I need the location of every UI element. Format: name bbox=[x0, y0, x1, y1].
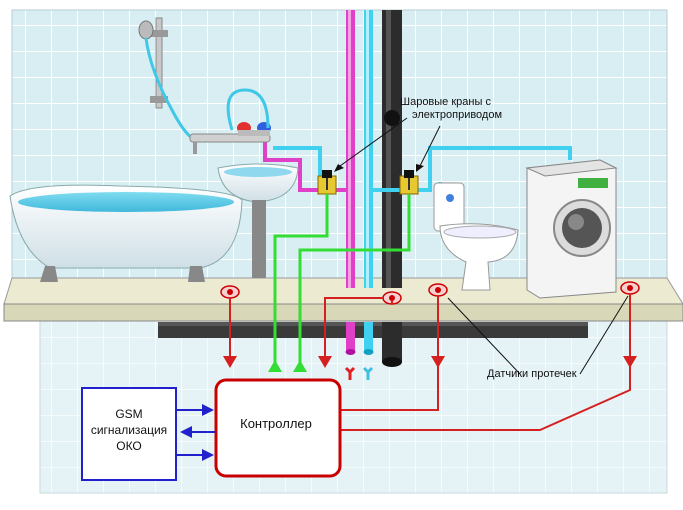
valve-wire-left bbox=[273, 194, 329, 370]
valves-callout-label: Шаровые краны с электроприводом bbox=[400, 96, 540, 122]
drain-riser-joint bbox=[384, 110, 400, 126]
valves-label-line1: Шаровые краны с bbox=[400, 96, 491, 108]
faucet-icon bbox=[189, 88, 271, 154]
leak-sensor-icon bbox=[382, 291, 402, 305]
floor-slab-top bbox=[3, 277, 683, 305]
sensor-wire-4 bbox=[340, 294, 631, 431]
gsm-label-line1: GSM bbox=[115, 407, 143, 421]
sink-icon bbox=[217, 163, 299, 278]
gsm-label-line3: ОКО bbox=[116, 439, 142, 453]
bathtub-icon bbox=[9, 184, 243, 282]
gsm-label-line2: сигнализация bbox=[90, 423, 168, 437]
valve-wire-right bbox=[298, 194, 411, 370]
drain-riser bbox=[382, 10, 402, 288]
leak-sensor-icon bbox=[428, 283, 448, 297]
sensors-callout-label: Датчики протечек bbox=[487, 368, 577, 380]
shower-icon bbox=[138, 17, 196, 142]
leak-sensor-icon bbox=[620, 281, 640, 295]
washing-machine-icon bbox=[525, 159, 618, 299]
controller-label: Контроллер bbox=[240, 416, 312, 431]
sensor-wire-2 bbox=[324, 297, 393, 360]
leak-sensor-icon bbox=[220, 285, 240, 299]
floor-slab-front bbox=[3, 303, 683, 322]
toilet-icon bbox=[433, 182, 519, 291]
valves-label-line2: электроприводом bbox=[412, 109, 503, 121]
gsm-label: GSM сигнализация ОКО bbox=[84, 406, 174, 454]
controller-box bbox=[214, 378, 342, 478]
gsm-box bbox=[81, 387, 177, 481]
sensor-wire-3 bbox=[340, 296, 439, 411]
